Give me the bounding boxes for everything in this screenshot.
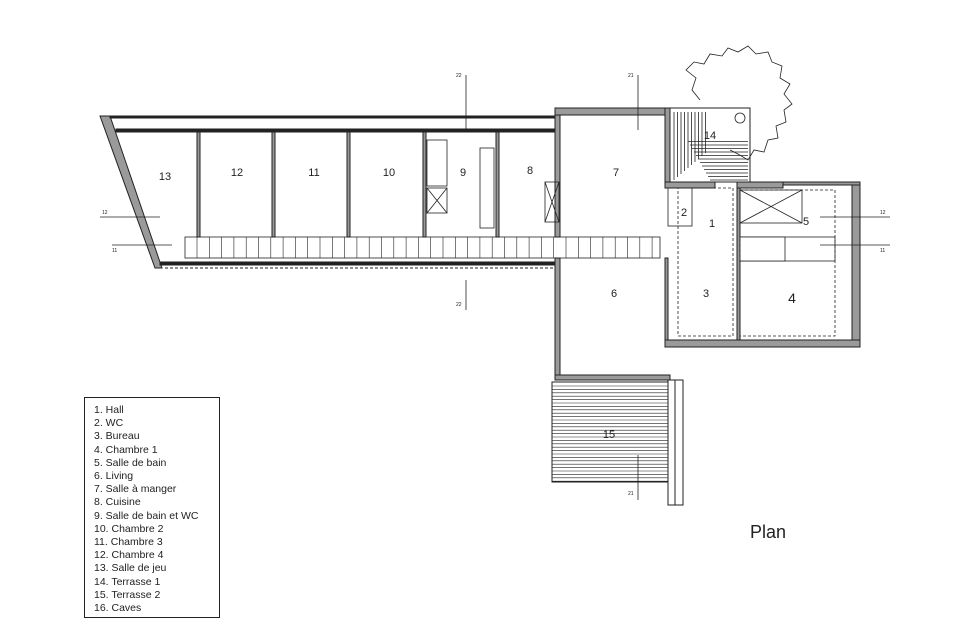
room-13-label: 13 xyxy=(159,171,171,183)
legend-item: 9. Salle de bain et WC xyxy=(94,509,199,522)
legend-item: 5. Salle de bain xyxy=(94,456,167,469)
legend-item: 7. Salle à manger xyxy=(94,483,177,496)
legend-item: 14. Terrasse 1 xyxy=(94,575,161,588)
legend-item: 4. Chambre 1 xyxy=(94,443,158,456)
terrace-1-decking xyxy=(669,107,751,183)
section-mark-22-bottom: 22 xyxy=(456,302,462,308)
room-4-label: 4 xyxy=(788,290,796,306)
tree-outline xyxy=(685,45,793,161)
legend-item: 2. WC xyxy=(94,417,124,430)
legend-item: 1. Hall xyxy=(94,404,124,416)
legend-item: 10. Chambre 2 xyxy=(94,522,164,535)
section-mark-11-left: 11 xyxy=(112,248,117,254)
terrace-2-decking xyxy=(551,381,669,483)
room-8-label: 8 xyxy=(527,165,533,177)
section-markers xyxy=(100,75,890,500)
walls xyxy=(99,107,861,506)
room-9-label: 9 xyxy=(460,167,466,179)
section-mark-12-left: 12 xyxy=(102,210,108,216)
room-12-label: 12 xyxy=(231,167,243,179)
room-5-label: 5 xyxy=(803,216,809,228)
room-6-label: 6 xyxy=(611,288,617,300)
section-mark-21-top: 21 xyxy=(628,73,634,79)
corridor xyxy=(184,139,836,337)
plan-title: Plan xyxy=(750,522,787,542)
room-11-label: 11 xyxy=(308,167,319,179)
room-2-label: 2 xyxy=(681,207,687,219)
room-15-label: 15 xyxy=(603,429,615,441)
legend-item: 11. Chambre 3 xyxy=(94,536,163,549)
legend-item: 12. Chambre 4 xyxy=(94,549,164,562)
section-mark-12-right: 12 xyxy=(880,210,886,216)
tree-trunk xyxy=(734,112,746,124)
room-10-label: 10 xyxy=(383,167,395,179)
room-14-label: 14 xyxy=(704,130,716,142)
room-1-label: 1 xyxy=(709,218,715,230)
room-7-label: 7 xyxy=(613,167,619,179)
section-mark-22-top: 22 xyxy=(456,73,462,79)
room-3-label: 3 xyxy=(703,288,709,300)
legend-item: 13. Salle de jeu xyxy=(94,562,167,575)
section-mark-21-bottom: 21 xyxy=(628,491,634,497)
legend-item: 6. Living xyxy=(94,470,134,483)
legend-item: 8. Cuisine xyxy=(94,496,141,509)
legend-item: 3. Bureau xyxy=(94,430,140,443)
legend-item: 15. Terrasse 2 xyxy=(94,588,161,601)
legend-item: 16. Caves xyxy=(94,602,142,615)
section-mark-11-right: 11 xyxy=(880,248,885,254)
